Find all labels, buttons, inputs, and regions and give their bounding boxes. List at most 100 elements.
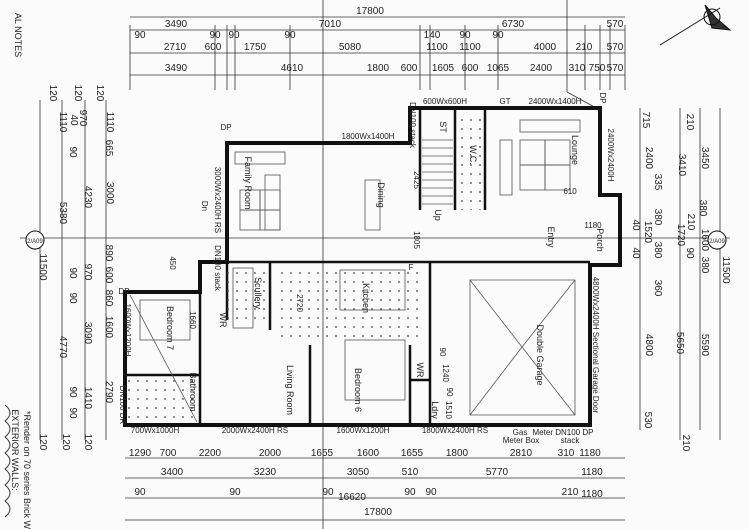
furniture-item [544, 139, 571, 166]
annotation-label: Meter DN100 DP [533, 428, 594, 437]
dimension-label: 90 [684, 247, 695, 259]
tiled-area [227, 265, 270, 325]
dimension-label: 4800 [643, 334, 654, 357]
dimension-label: 40 [68, 114, 79, 126]
dimension-label: 970 [82, 264, 93, 281]
dimension-label: 570 [607, 63, 624, 74]
room-label: W.C. [468, 145, 478, 165]
dimension-label: 210 [684, 114, 695, 131]
opening-label: 2400Wx1400H [529, 97, 582, 106]
dimension-label: 7010 [319, 19, 342, 30]
dimension-label: 1750 [244, 42, 267, 53]
dimension-label: 4610 [281, 63, 304, 74]
dimension-label: 140 [424, 30, 441, 41]
opening-label: 1800Wx2400H RS [422, 426, 488, 435]
room-label: Bedroom 6 [353, 368, 363, 412]
dimension-label: 4230 [82, 186, 93, 209]
annotation-label: 2720 [295, 294, 304, 312]
room-label: Kitchen [361, 283, 371, 313]
dimension-label: 2200 [199, 448, 222, 459]
dimension-label: 1065 [487, 63, 510, 74]
annotation-label: 1510 [444, 401, 453, 419]
dimension-label: 1800 [367, 63, 390, 74]
dimension-label: 1605 [432, 63, 455, 74]
dimension-label: 120 [37, 434, 48, 451]
note-text: EXTERIOR WALLS: [10, 409, 20, 490]
annotation-label: DN100 DR [118, 386, 127, 425]
annotation-label: 1240 [441, 364, 450, 382]
dimension-label: 3400 [161, 467, 184, 478]
annotation-label: 90 [438, 348, 447, 357]
dimension-label: 570 [607, 19, 624, 30]
dimension-label: 1410 [82, 387, 93, 410]
dimension-label: 2810 [510, 448, 533, 459]
dimension-label: 40 [630, 247, 641, 259]
dimension-label: 90 [134, 30, 146, 41]
dimension-label: 1655 [311, 448, 334, 459]
dimension-label: 570 [607, 42, 624, 53]
note-text: AL NOTES [13, 13, 23, 57]
dimension-label: 600 [401, 63, 418, 74]
furniture-item [519, 139, 546, 166]
dimension-label: 510 [402, 467, 419, 478]
dimension-label: 310 [569, 63, 586, 74]
dimension-label: 5650 [674, 332, 685, 355]
dimension-label: 1100 [426, 42, 448, 53]
dimension-label: 3000 [104, 182, 115, 205]
dimension-label: 2790 [103, 381, 114, 404]
opening-label: 1600Wx1200H [123, 304, 132, 357]
dimension-label: 1180 [579, 448, 601, 459]
dimension-label: 335 [652, 174, 663, 191]
room-label: Living Room [285, 365, 295, 415]
dimension-label: 120 [94, 85, 105, 102]
dimension-label: 90 [425, 487, 437, 498]
dimension-label: 360 [652, 280, 663, 297]
dimension-label: 1600 [357, 448, 380, 459]
opening-label: 2400Wx2400H [606, 129, 615, 182]
revision-cloud [4, 404, 11, 518]
exterior-wall [123, 106, 622, 427]
opening-label: 700Wx1000H [131, 426, 180, 435]
dimension-label: 90 [134, 487, 146, 498]
dimension-label: 1655 [401, 448, 424, 459]
room-label: Bathroom [188, 372, 198, 411]
furniture-item [234, 151, 286, 165]
dimension-label: 1800 [446, 448, 469, 459]
furniture-item [364, 179, 381, 231]
room-label: WR [218, 313, 228, 328]
room-label: WR [415, 363, 425, 378]
dimension-label: 90 [492, 30, 504, 41]
room-label: Dining [376, 182, 386, 208]
dimension-label: 530 [642, 412, 653, 429]
dimension-label: 1100 [459, 42, 481, 53]
opening-label: 1600Wx1200H [337, 426, 390, 435]
dimension-label: 3490 [165, 19, 188, 30]
dimension-label: 120 [82, 434, 93, 451]
dimension-label: 90 [322, 487, 334, 498]
dimension-label: 1720 [675, 224, 686, 247]
room-label: Lounge [570, 135, 580, 165]
dimension-label: 750 [589, 63, 606, 74]
room-label: Scullery [253, 277, 263, 310]
dimension-label: 2710 [164, 42, 187, 53]
dimension-label: 210 [562, 487, 579, 498]
dimension-label: 5770 [486, 467, 509, 478]
compass-icon [703, 8, 721, 26]
furniture-item [139, 299, 191, 341]
room-label: Up [433, 209, 443, 221]
dimension-label: 120 [72, 85, 83, 102]
opening-label: 600Wx600H [423, 97, 467, 106]
tiled-area [128, 378, 198, 423]
annotation-label: 90 [445, 388, 454, 397]
dimension-label: 40 [630, 219, 641, 231]
dimension-label: 4000 [534, 42, 557, 53]
dimension-label: 3450 [699, 147, 710, 170]
dimension-label: 1180 [581, 489, 603, 500]
north-arrow-icon [659, 4, 732, 46]
room-label: Ldry [430, 401, 440, 419]
garage-outline [469, 279, 576, 416]
dimension-label: 1290 [129, 448, 152, 459]
dimension-label: 2400 [530, 63, 553, 74]
dimension-label: 90 [67, 386, 78, 398]
dimension-lines [4, 0, 732, 529]
